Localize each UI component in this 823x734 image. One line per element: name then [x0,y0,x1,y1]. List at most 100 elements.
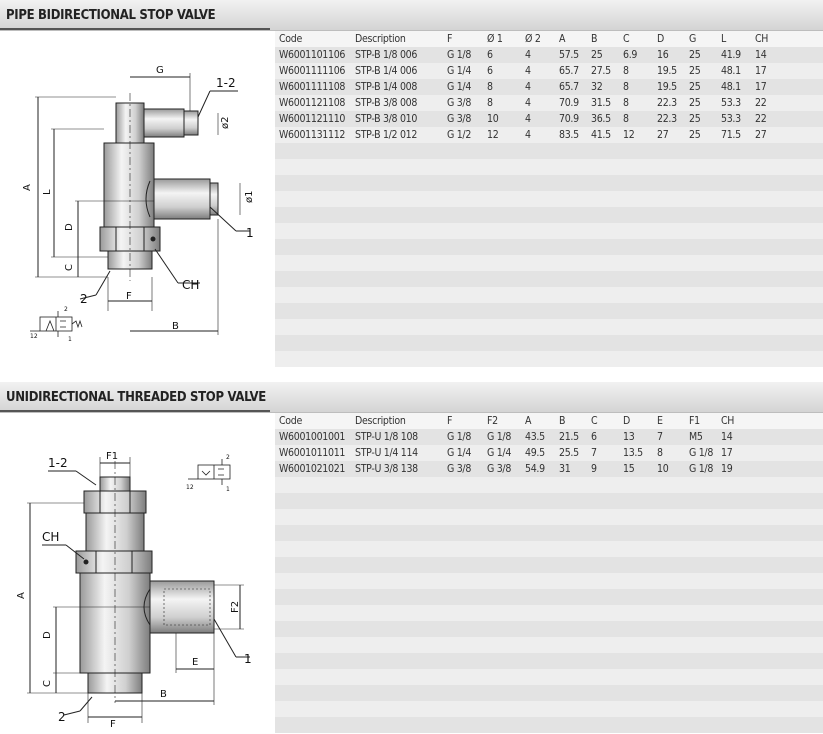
table-row-empty [275,653,823,669]
table-cell: 17 [721,447,733,459]
table-cell: 27 [755,129,767,141]
table-row-empty [275,493,823,509]
wrench-label-ch: CH [182,278,199,292]
valve-symbol [188,459,231,485]
table-cell: 25 [689,81,701,93]
dim-label-c: C [64,264,75,271]
dim-label-f2: F2 [230,601,241,613]
table-cell: 15 [623,463,635,475]
table-cell: 65.7 [559,81,579,93]
port-label-1: 1 [244,652,252,666]
dim-label-g: G [156,65,164,76]
table-cell: 4 [525,81,531,93]
table-cell: 8 [623,81,629,93]
column-header: A [559,33,566,45]
port-label-1: 1 [246,226,254,240]
table-cell: STP-B 3/8 008 [355,97,418,109]
table-cell: W6001121108 [279,97,346,109]
table-row-empty [275,351,823,367]
dim-label-o2: ø2 [220,117,231,129]
table-cell: STP-B 1/8 006 [355,49,418,61]
table-cell: 21.5 [559,431,579,443]
column-header: C [623,33,630,45]
table-cell: 83.5 [559,129,579,141]
table-cell: 41.5 [591,129,611,141]
column-header: E [657,415,663,427]
table-row-empty [275,239,823,255]
table-cell: 9 [591,463,597,475]
table-row-empty [275,255,823,271]
table-cell: STP-B 1/4 008 [355,81,418,93]
column-header: G [689,33,697,45]
table-cell: 13 [623,431,635,443]
header-rule [0,410,270,412]
table-cell: 8 [623,65,629,77]
table-row-empty [275,509,823,525]
dim-label-b: B [172,321,179,332]
table-cell: STP-B 1/4 006 [355,65,418,77]
table-cell: 6 [591,431,597,443]
dim-label-c: C [42,680,53,687]
table-cell: 6 [487,65,493,77]
table-cell: M5 [689,431,703,443]
column-header: F1 [689,415,700,427]
table-cell: W6001101106 [279,49,346,61]
table-row-empty [275,621,823,637]
table-row-empty [275,191,823,207]
table-cell: STP-B 3/8 010 [355,113,418,125]
table-cell: G 1/2 [447,129,472,141]
table-cell: W6001021021 [279,463,346,475]
table-cell: 8 [487,97,493,109]
table-cell: STP-B 1/2 012 [355,129,418,141]
table-row-empty [275,303,823,319]
column-header: A [525,415,532,427]
table-cell: STP-U 1/8 108 [355,431,418,443]
dim-label-d: D [42,631,53,639]
table-cell: 27 [657,129,669,141]
symbol-port-2: 2 [64,306,68,313]
table-row-empty [275,589,823,605]
table-cell: STP-U 1/4 114 [355,447,418,459]
table-cell: W6001121110 [279,113,346,125]
column-header: B [559,415,566,427]
port-label-2: 2 [80,292,88,306]
symbol-port-2: 2 [226,454,230,461]
table-cell: 32 [591,81,603,93]
table-cell: 43.5 [525,431,545,443]
table-row-empty [275,637,823,653]
table-row-empty [275,207,823,223]
table-cell: 19.5 [657,65,677,77]
table-cell: 4 [525,129,531,141]
table-cell: 6 [487,49,493,61]
column-header: F [447,33,453,45]
column-header: CH [755,33,769,45]
column-header: CH [721,415,735,427]
table-row-empty [275,605,823,621]
table-cell: 14 [755,49,767,61]
table-cell: G 1/8 [689,447,714,459]
table-cell: 7 [591,447,597,459]
table-cell: 16 [657,49,669,61]
column-header: Description [355,415,406,427]
table-cell: 7 [657,431,663,443]
table-row-empty [275,701,823,717]
table-cell: STP-U 3/8 138 [355,463,418,475]
table-cell: 8 [623,113,629,125]
unidirectional-valve-drawing: F1 1-2 CH A D C F2 E 1 B 2 F 2 12 1 [16,451,252,730]
column-header: D [657,33,664,45]
column-header: L [721,33,726,45]
table-cell: 25 [689,65,701,77]
column-header: B [591,33,598,45]
dim-label-b: B [160,689,167,700]
table-cell: 57.5 [559,49,579,61]
section-title: UNIDIRECTIONAL THREADED STOP VALVE [6,390,266,405]
column-header: Ø 1 [487,33,503,45]
table-cell: 49.5 [525,447,545,459]
